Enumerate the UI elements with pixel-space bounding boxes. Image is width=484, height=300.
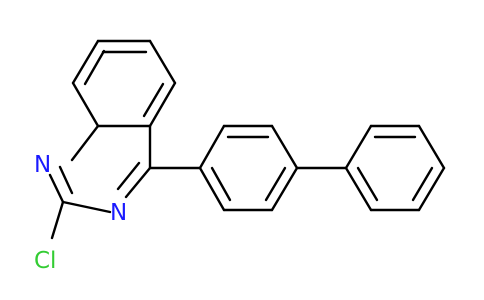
bond bbox=[356, 166, 379, 202]
benzo-ring bbox=[71, 39, 177, 128]
atom-n1: N bbox=[34, 152, 51, 178]
bond bbox=[264, 166, 287, 202]
atom-n3: N bbox=[110, 200, 127, 226]
bond bbox=[48, 173, 65, 204]
bond bbox=[71, 39, 100, 85]
bond bbox=[83, 49, 106, 86]
bond bbox=[148, 39, 177, 85]
bond bbox=[344, 166, 373, 212]
bond bbox=[270, 124, 299, 170]
bond bbox=[198, 124, 226, 170]
bond bbox=[116, 161, 141, 191]
pyrimidine-ring bbox=[48, 124, 152, 214]
bond bbox=[270, 166, 299, 212]
bond bbox=[417, 166, 446, 212]
bond bbox=[411, 166, 434, 202]
phenyl-ring-1 bbox=[198, 124, 299, 212]
bond bbox=[210, 166, 232, 202]
bond bbox=[198, 166, 226, 212]
bond bbox=[148, 81, 177, 128]
atom-cl: Cl bbox=[34, 248, 56, 274]
bond bbox=[142, 82, 165, 118]
bond bbox=[58, 165, 74, 195]
bond bbox=[71, 81, 100, 128]
bond bbox=[417, 124, 446, 170]
bond bbox=[124, 166, 152, 199]
bond bbox=[344, 124, 373, 170]
bond bbox=[61, 200, 112, 214]
bond bbox=[70, 124, 100, 162]
phenyl-ring-2 bbox=[344, 124, 446, 212]
bond-c-cl bbox=[50, 200, 65, 240]
